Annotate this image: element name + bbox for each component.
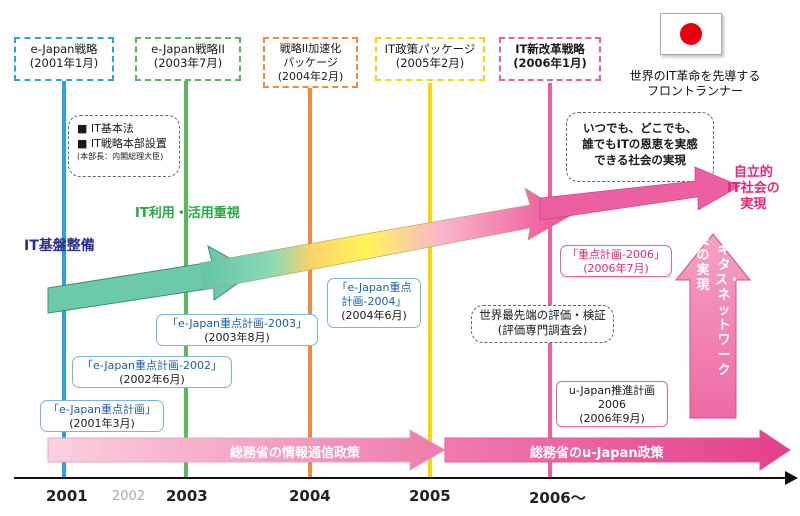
year-2001: 2001 (46, 487, 88, 505)
it-utilization-label: IT利用・活用重視 (135, 206, 240, 221)
timeline-line-2006 (548, 83, 552, 478)
plan-e-japan-2004: 「e-Japan重点計画-2004」(2004年6月) (327, 278, 421, 328)
strategy-e-japan-2: e-Japan戦略II(2003年7月) (135, 37, 241, 81)
year-2006: 2006〜 (529, 489, 586, 507)
timeline-line-2005 (428, 83, 432, 478)
plan-e-japan: 「e-Japan重点計画」(2001年3月) (40, 400, 164, 432)
plan-e-japan-2002: 「e-Japan重点計画-2002」(2002年6月) (72, 356, 232, 388)
year-2003: 2003 (166, 487, 208, 505)
timeline-axis-arrowhead (785, 471, 798, 485)
policy-arrow-ujapan (444, 429, 791, 471)
autonomous-it-society-label: 自立的 IT社会の 実現 (727, 165, 780, 212)
growth-arrow-shape (47, 244, 255, 314)
ubiquitous-network-label: ユビキタス・ネットワーク (715, 213, 742, 378)
plan-e-japan-2003: 「e-Japan重点計画-2003」(2003年8月) (156, 314, 318, 346)
mic-ict-policy-label: 総務省の情報通信政策 (230, 446, 361, 461)
policy-arrow-mic (47, 429, 447, 471)
it-basic-law-box: ■ IT基本法 ■ IT戦略本部設置 (本部長：内閣総理大臣) (68, 115, 180, 177)
it-infrastructure-label: IT基盤整備 (24, 238, 95, 254)
year-2002: 2002 (112, 489, 146, 504)
year-2004: 2004 (289, 487, 331, 505)
strategy-it-policy-package: IT政策パッケージ(2005年2月) (375, 37, 485, 81)
strategy-acceleration-package: 戦略II加速化パッケージ(2004年2月) (263, 37, 358, 88)
leader-caption: 世界のIT革命を先導する フロントランナー (629, 69, 761, 98)
year-2005: 2005 (409, 487, 451, 505)
timeline-line-2001 (62, 80, 66, 478)
mic-u-japan-policy-label: 総務省のu-Japan政策 (530, 446, 664, 461)
japan-flag-icon (660, 13, 722, 55)
strategy-e-japan: e-Japan戦略(2001年1月) (14, 37, 114, 81)
evaluation-box: 世界最先端の評価・検証(評価専門調査会) (471, 305, 614, 343)
ubiquitous-society-label: 社会の実現 (696, 218, 710, 293)
strategy-it-new-reform: IT新改革戦略(2006年1月) (499, 37, 601, 81)
anytime-anywhere-goal-box: いつでも、どこでも、誰でもITの恩恵を実感できる社会の実現 (566, 112, 714, 182)
growth-arrow-end (539, 166, 741, 221)
growth-arrow-mid (199, 187, 571, 291)
timeline-line-2004 (308, 85, 312, 478)
plan-2006: 「重点計画-2006」(2006年7月) (560, 245, 672, 277)
ubiquitous-arrow-shape (674, 233, 752, 419)
